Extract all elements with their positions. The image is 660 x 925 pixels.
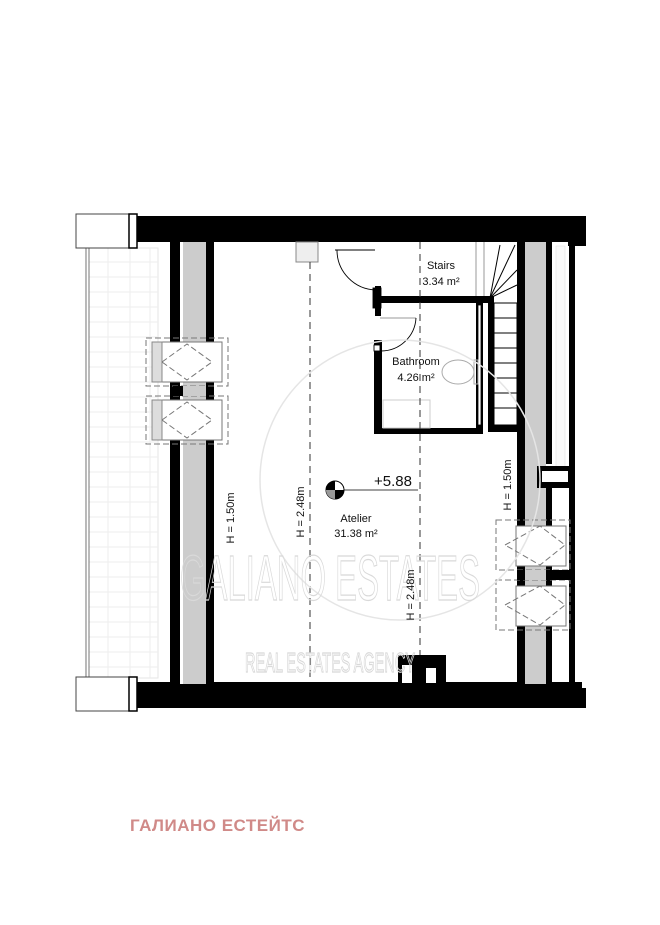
roof-window-left-1 (145, 337, 229, 387)
height-mid-right: H = 2.48m (405, 569, 417, 620)
watermark: GALIANO ESTATES REAL ESTATES AGENCY (179, 339, 541, 679)
roof-window-right-2 (495, 579, 571, 631)
room-name-bathroom: Bathroom (392, 356, 440, 368)
roof-window-right-1 (495, 519, 571, 571)
height-mid-left: H = 2.48m (295, 486, 307, 537)
height-lines (309, 242, 421, 682)
height-right-wall: H = 1.50m (502, 459, 514, 510)
terrace (75, 213, 159, 712)
roof-window-left-2 (145, 395, 229, 445)
level-marker: +5.88 (325, 473, 418, 500)
room-area-atelier: 31.38 m² (334, 528, 378, 540)
room-name-stairs: Stairs (427, 260, 456, 272)
room-area-stairs: 3.34 m² (422, 276, 460, 288)
svg-text:REAL ESTATES AGENCY: REAL ESTATES AGENCY (245, 647, 415, 678)
room-area-bathroom: 4.26 m² (397, 372, 435, 384)
svg-text:GALIANO ESTATES: GALIANO ESTATES (180, 542, 480, 614)
bathroom-fixtures (382, 359, 479, 429)
doors (335, 249, 417, 352)
brand-name: ГАЛИАНО ЕСТЕЙТС (130, 816, 305, 835)
exterior-walls (137, 216, 586, 708)
height-left-wall: H = 1.50m (225, 492, 237, 543)
room-name-atelier: Atelier (340, 513, 372, 525)
elevation-label: +5.88 (374, 473, 412, 490)
